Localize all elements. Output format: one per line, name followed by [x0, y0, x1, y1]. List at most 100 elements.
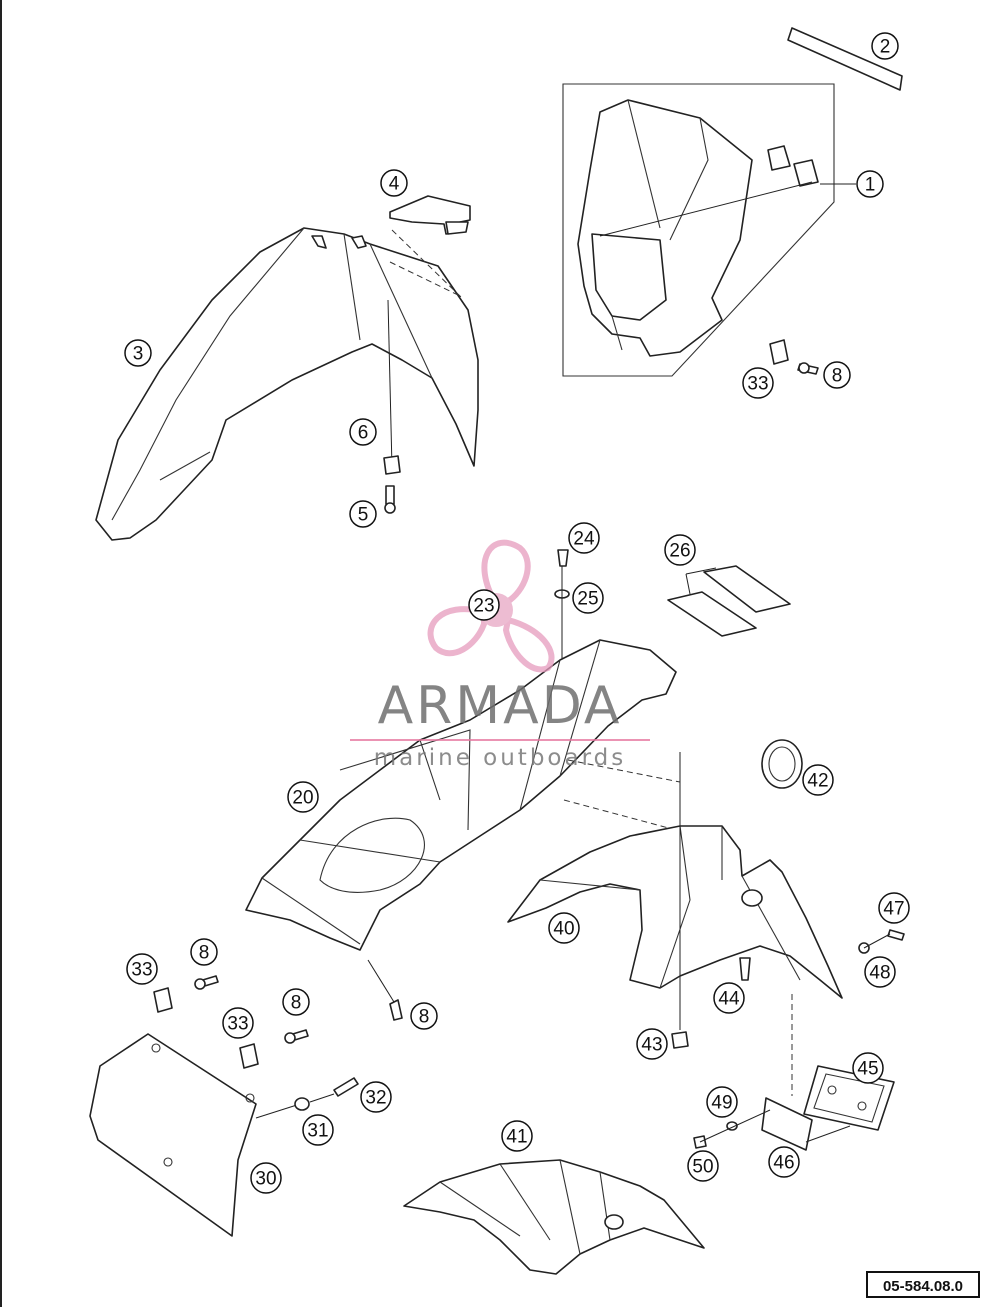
part-4-bracket	[389, 195, 471, 299]
callout-label: 48	[869, 963, 890, 984]
callout-circle	[126, 953, 158, 985]
callout-40: 40	[548, 912, 580, 944]
watermark-brand: ARMADA	[377, 676, 623, 736]
callout-circle	[823, 361, 851, 389]
callout-8: 8	[282, 988, 310, 1016]
part-40-rear-fender	[507, 752, 843, 1030]
callout-circle	[852, 1052, 884, 1084]
callout-circle	[349, 418, 377, 446]
callout-circle	[864, 956, 896, 988]
callout-42: 42	[802, 764, 834, 796]
callout-circle	[636, 1028, 668, 1060]
callout-circle	[871, 32, 899, 60]
callout-circle	[501, 1120, 533, 1152]
part-20-rear-cover	[245, 639, 681, 951]
callout-circle	[250, 1162, 282, 1194]
part-8-bolt-upper	[797, 362, 819, 375]
callout-label: 47	[883, 899, 904, 920]
callout-30: 30	[250, 1162, 282, 1194]
callout-49: 49	[706, 1086, 738, 1118]
callout-46: 46	[768, 1146, 800, 1178]
callout-label: 50	[692, 1157, 713, 1178]
callout-circle	[572, 582, 604, 614]
callout-circle	[878, 892, 910, 924]
callout-circle	[706, 1086, 738, 1118]
callout-50: 50	[687, 1150, 719, 1182]
callout-8: 8	[410, 1002, 438, 1030]
part-46-bracket	[761, 1097, 813, 1151]
document-reference: 05-584.08.0	[866, 1271, 980, 1298]
callout-label: 6	[358, 423, 369, 444]
part-30-plate	[89, 1033, 301, 1237]
callout-label: 33	[131, 960, 152, 981]
callout-label: 26	[669, 541, 690, 562]
callout-45: 45	[852, 1052, 884, 1084]
callout-circle	[190, 938, 218, 966]
part-41-lower-fender	[403, 1159, 705, 1275]
callout-33: 33	[742, 367, 774, 399]
callout-label: 41	[506, 1127, 527, 1148]
callout-circle	[548, 912, 580, 944]
part-1-headlight-mask	[562, 83, 856, 377]
callout-circle	[742, 367, 774, 399]
part-32-screw	[333, 1077, 359, 1097]
part-8-bolt-mid	[284, 1029, 309, 1044]
callout-circle	[664, 534, 696, 566]
callout-label: 44	[718, 989, 740, 1010]
callout-label: 23	[473, 596, 494, 617]
callout-circle	[380, 169, 408, 197]
callout-label: 49	[711, 1093, 732, 1114]
part-3-front-fender	[95, 227, 479, 541]
callout-circle	[222, 1007, 254, 1039]
part-26-pads	[667, 565, 791, 637]
callout-44: 44	[713, 982, 745, 1014]
callout-circle	[287, 781, 319, 813]
callout-circle	[713, 982, 745, 1014]
callout-label: 43	[641, 1035, 662, 1056]
callout-label: 20	[292, 788, 313, 809]
callout-25: 25	[572, 582, 604, 614]
callout-circle	[282, 988, 310, 1016]
callout-label: 1	[865, 175, 876, 196]
callout-47: 47	[878, 892, 910, 924]
frame-border	[0, 0, 2, 1307]
part-5-screw	[384, 485, 396, 514]
callout-4: 4	[380, 169, 408, 197]
callout-41: 41	[501, 1120, 533, 1152]
callout-layer: 1234568332425232620424047484443454946504…	[124, 32, 910, 1194]
callout-circle	[687, 1150, 719, 1182]
callout-label: 33	[227, 1014, 248, 1035]
callout-circle	[568, 522, 600, 554]
callout-8: 8	[190, 938, 218, 966]
callout-circle	[360, 1081, 392, 1113]
part-43-nut	[671, 1031, 689, 1049]
callout-20: 20	[287, 781, 319, 813]
callout-circle	[768, 1146, 800, 1178]
part-31-washer	[294, 1097, 310, 1111]
callout-6: 6	[349, 418, 377, 446]
watermark-divider	[350, 739, 650, 741]
callout-label: 8	[419, 1007, 430, 1028]
callout-circle	[302, 1114, 334, 1146]
callout-label: 32	[365, 1088, 386, 1109]
callout-2: 2	[871, 32, 899, 60]
callout-label: 25	[577, 589, 598, 610]
callout-label: 2	[880, 37, 891, 58]
callout-23: 23	[468, 589, 500, 621]
callout-5: 5	[349, 500, 377, 528]
callout-label: 3	[133, 344, 144, 365]
callout-circle	[124, 339, 152, 367]
callout-label: 30	[255, 1169, 276, 1190]
callout-label: 31	[307, 1121, 328, 1142]
callout-1: 1	[856, 170, 884, 198]
callout-24: 24	[568, 522, 600, 554]
callout-label: 8	[832, 366, 843, 387]
callout-circle	[856, 170, 884, 198]
callout-label: 46	[773, 1153, 794, 1174]
callout-label: 4	[389, 174, 400, 195]
callout-26: 26	[664, 534, 696, 566]
part-33-clip-mid	[239, 1043, 259, 1069]
callout-33: 33	[126, 953, 158, 985]
callout-label: 5	[358, 505, 369, 526]
